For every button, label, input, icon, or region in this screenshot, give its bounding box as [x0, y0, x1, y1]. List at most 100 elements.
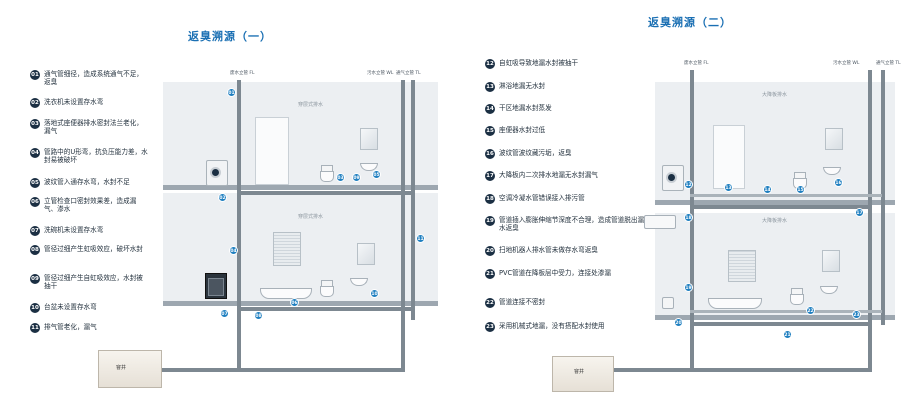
marker-14: 14	[763, 185, 772, 194]
legend-number-badge: 14	[485, 104, 495, 114]
well-label: 窨井	[116, 365, 127, 371]
legend-number-badge: 08	[30, 245, 40, 255]
marker-09: 09	[352, 173, 361, 182]
room-upper-background	[163, 82, 438, 185]
legend-number-badge: 05	[30, 178, 40, 188]
room-upper-background	[655, 82, 895, 200]
legend-text: 管道连接不密封	[499, 298, 546, 306]
legend-text: 波纹管波纹藏污垢，返臭	[499, 149, 572, 157]
radiator	[273, 232, 301, 266]
bathtub	[260, 288, 312, 299]
legend-text: 波纹管入通存水弯，水封不足	[44, 178, 130, 186]
legend-number-badge: 22	[485, 298, 495, 308]
marker-11: 11	[416, 234, 425, 243]
title-left: 返臭溯源（一）	[188, 30, 272, 43]
legend-number-badge: 17	[485, 171, 495, 181]
well-label: 窨井	[574, 369, 585, 375]
legend-item: 02 洗衣机未设置存水弯	[30, 98, 103, 108]
legend-text: 管径过细产生虹吸效应，破坏水封	[44, 245, 143, 253]
dishwasher	[205, 273, 227, 299]
bathtub	[708, 298, 762, 309]
legend-text: 管道插入膨胀伸缩节深度不合理，造成管道脱出漏水返臭	[499, 216, 645, 232]
mirror	[357, 243, 375, 265]
sewage-stack	[868, 70, 872, 370]
legend-item: 08 管径过细产生虹吸效应，破坏水封	[30, 245, 143, 255]
marker-13: 13	[724, 183, 733, 192]
legend-text: 干区地漏水封蒸发	[499, 104, 552, 112]
marker-12: 12	[684, 180, 693, 189]
legend-text: 通气管细径，造成系统通气不足，返臭	[44, 70, 143, 86]
legend-number-badge: 15	[485, 126, 495, 136]
branch-pipe-upper	[237, 191, 412, 195]
legend-number-badge: 01	[30, 70, 40, 80]
air-conditioner	[644, 215, 676, 229]
legend-number-badge: 03	[30, 119, 40, 129]
main-outlet-pipe	[600, 368, 872, 372]
legend-number-badge: 20	[485, 246, 495, 256]
marker-18: 18	[684, 213, 693, 222]
marker-19: 19	[684, 283, 693, 292]
legend-text: 落地式座便器排水密封法兰老化，漏气	[44, 119, 143, 135]
shower-enclosure	[713, 125, 745, 189]
legend-item: 14 干区地漏水封蒸发	[485, 104, 552, 114]
legend-item: 22 管道连接不密封	[485, 298, 545, 308]
legend-number-badge: 23	[485, 322, 495, 332]
legend-item: 09 管径过细产生自虹吸效应，水封被抽干	[30, 274, 148, 290]
legend-number-badge: 02	[30, 98, 40, 108]
legend-text: PVC管道在降板层中受力，连接处渗漏	[499, 269, 611, 277]
marker-17: 17	[855, 208, 864, 217]
legend-item: 23 采用机械式地漏，没有搭配水封使用	[485, 322, 605, 332]
legend-text: 座便器水封过低	[499, 126, 546, 134]
legend-item: 01 通气管细径，造成系统通气不足，返臭	[30, 70, 148, 86]
floor-slab	[163, 301, 438, 306]
legend-text: 洗衣机未设置存水弯	[44, 98, 104, 106]
legend-text: 管路中的U形弯，抗负压能力差，水封易被破坏	[44, 148, 148, 164]
legend-text: 台盆未设置存水弯	[44, 303, 97, 311]
legend-number-badge: 04	[30, 148, 40, 158]
robot-vacuum-station	[662, 297, 674, 309]
inspection-well	[552, 356, 614, 392]
marker-10: 10	[370, 289, 379, 298]
title-right: 返臭溯源（二）	[648, 16, 732, 29]
legend-text: 采用机械式地漏，没有搭配水封使用	[499, 322, 605, 330]
vent-stack	[411, 80, 415, 320]
washing-machine	[662, 165, 684, 191]
legend-number-badge: 10	[30, 303, 40, 313]
legend-item: 11 排气管老化，漏气	[30, 323, 97, 333]
toilet	[320, 280, 334, 297]
marker-06: 06	[290, 298, 299, 307]
legend-text: 管径过细产生自虹吸效应，水封被抽干	[44, 274, 143, 290]
marker-15: 15	[796, 185, 805, 194]
legend-number-badge: 06	[30, 197, 40, 207]
pipe-label-fl: 废水立管 FL	[230, 71, 255, 76]
legend-number-badge: 16	[485, 149, 495, 159]
drop-slab-pipe-lower	[690, 310, 882, 313]
floor-slab	[655, 315, 895, 320]
legend-text: 排气管老化，漏气	[44, 323, 97, 331]
legend-number-badge: 12	[485, 59, 495, 69]
marker-16: 16	[834, 178, 843, 187]
pipe-label-tl: 通气立管 TL	[396, 71, 421, 76]
legend-number-badge: 21	[485, 269, 495, 279]
marker-04: 04	[229, 246, 238, 255]
legend-number-badge: 11	[30, 323, 40, 333]
branch-pipe-upper	[690, 205, 872, 209]
washing-machine	[206, 160, 228, 186]
marker-05: 05	[372, 170, 381, 179]
legend-text: 空调冷凝水管错误接入排污管	[499, 194, 585, 202]
legend-item: 21 PVC管道在降板层中受力，连接处渗漏	[485, 269, 611, 279]
pipe-label-fl: 废水立管 FL	[684, 61, 709, 66]
marker-08: 08	[254, 311, 263, 320]
vent-stack	[881, 70, 885, 325]
legend-number-badge: 09	[30, 274, 40, 284]
legend-item: 05 波纹管入通存水弯，水封不足	[30, 178, 130, 188]
room-label-upper: 穿层式排水	[298, 102, 324, 108]
radiator	[728, 250, 756, 282]
branch-pipe-lower	[237, 307, 412, 311]
marker-20: 20	[674, 318, 683, 327]
floor-slab	[655, 200, 895, 205]
toilet	[320, 165, 334, 182]
